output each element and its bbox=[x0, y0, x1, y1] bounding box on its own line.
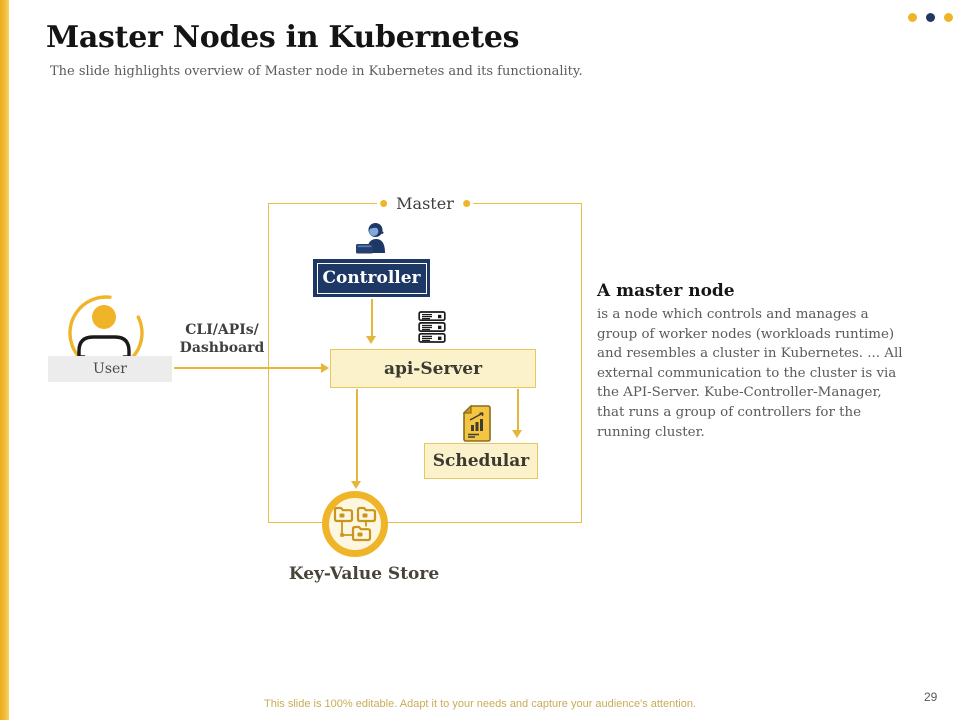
decor-dot bbox=[908, 13, 917, 22]
master-label: Master bbox=[377, 194, 473, 213]
operator-at-laptop-icon bbox=[356, 223, 385, 254]
arrowhead-icon bbox=[351, 481, 361, 489]
arrow-api-to-scheduler bbox=[517, 389, 519, 430]
decor-dot bbox=[944, 13, 953, 22]
arrowhead-icon bbox=[512, 430, 522, 438]
page-number: 29 bbox=[924, 690, 938, 704]
master-label-text: Master bbox=[396, 194, 454, 213]
page-title: Master Nodes in Kubernetes bbox=[46, 20, 520, 55]
bullet-dot-icon bbox=[462, 200, 470, 207]
arrow-api-to-keyvalue bbox=[356, 389, 358, 481]
decor-dots bbox=[908, 13, 953, 22]
linked-folders-icon bbox=[333, 506, 377, 542]
scheduler-box: Schedular bbox=[424, 443, 538, 479]
description-block: A master node is a node which controls a… bbox=[597, 281, 911, 442]
user-label-text: User bbox=[93, 361, 127, 377]
controller-label: Controller bbox=[316, 262, 427, 294]
description-body: is a node which controls and manages a g… bbox=[597, 307, 903, 440]
footer-note: This slide is 100% editable. Adapt it to… bbox=[264, 698, 696, 710]
cli-label-line2: Dashboard bbox=[179, 340, 265, 356]
chart-document-icon bbox=[462, 405, 491, 442]
key-value-store-label: Key-Value Store bbox=[288, 564, 440, 584]
api-server-label: api-Server bbox=[383, 358, 483, 379]
arrowhead-icon bbox=[366, 336, 376, 344]
master-group-box: Master bbox=[268, 194, 582, 523]
bullet-dot-icon bbox=[380, 200, 388, 207]
key-value-store-icon bbox=[322, 491, 388, 557]
description-heading: A master node bbox=[597, 281, 735, 301]
scheduler-label: Schedular bbox=[432, 451, 530, 471]
arrow-controller-to-api bbox=[371, 299, 373, 336]
cli-label-line1: CLI/APIs/ bbox=[185, 322, 259, 338]
server-stack-icon bbox=[418, 311, 446, 343]
arrow-user-to-api bbox=[174, 367, 321, 369]
left-accent-bar bbox=[0, 0, 9, 720]
controller-box: Controller bbox=[313, 259, 430, 297]
arrowhead-icon bbox=[321, 363, 329, 373]
user-label: User bbox=[48, 356, 172, 382]
api-server-box: api-Server bbox=[330, 349, 536, 388]
cli-apis-dashboard-label: CLI/APIs/ Dashboard bbox=[172, 321, 272, 357]
page-subtitle: The slide highlights overview of Master … bbox=[50, 64, 583, 79]
decor-dot bbox=[926, 13, 935, 22]
